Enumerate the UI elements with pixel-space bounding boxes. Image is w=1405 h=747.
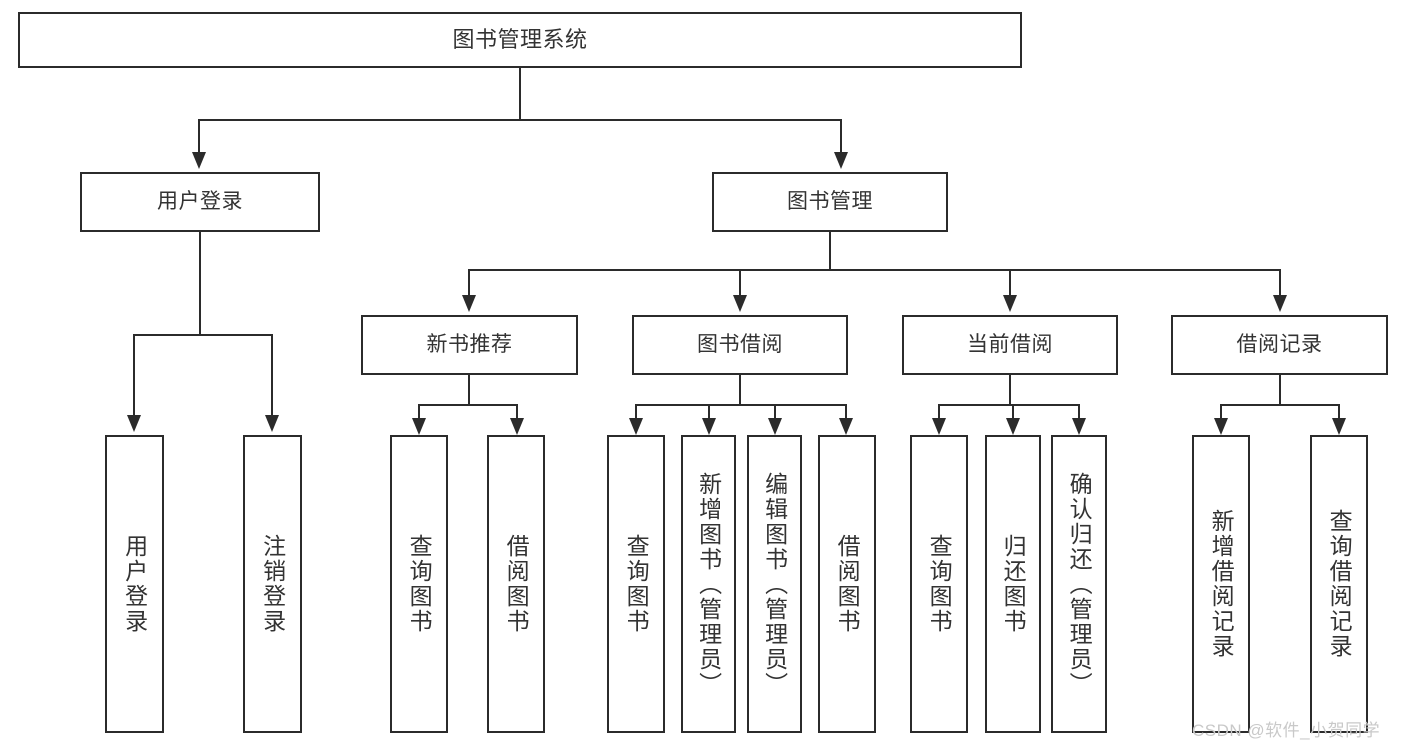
- node-book-borrow[interactable]: 图书借阅: [632, 315, 848, 375]
- arrow-to-leaf-query-book-3: [932, 418, 946, 435]
- node-label: 归还图书: [1000, 534, 1027, 634]
- node-label: 新增借阅记录: [1208, 509, 1235, 659]
- node-new-book-recommendation[interactable]: 新书推荐: [361, 315, 578, 375]
- node-label: 查询图书: [623, 534, 650, 634]
- node-leaf-edit-book-admin[interactable]: 编辑图书（管理员）: [747, 435, 802, 733]
- connector-to-leaf-return-book: [1012, 404, 1014, 422]
- arrow-to-leaf-query-book-1: [412, 418, 426, 435]
- node-leaf-logout[interactable]: 注销登录: [243, 435, 302, 733]
- node-leaf-query-book-borrow[interactable]: 查询图书: [607, 435, 665, 733]
- node-label: 新增图书（管理员）: [695, 471, 722, 697]
- connector-new-book-rec-bus: [418, 404, 518, 406]
- connector-to-leaf-edit-book: [774, 404, 776, 422]
- node-label: 查询图书: [406, 534, 433, 634]
- node-leaf-query-borrow-record[interactable]: 查询借阅记录: [1310, 435, 1368, 733]
- node-leaf-user-login[interactable]: 用户登录: [105, 435, 164, 733]
- node-book-management[interactable]: 图书管理: [712, 172, 948, 232]
- node-leaf-return-book[interactable]: 归还图书: [985, 435, 1041, 733]
- connector-to-current-borrow: [1009, 269, 1011, 297]
- arrow-to-leaf-query-record: [1332, 418, 1346, 435]
- connector-to-leaf-add-book: [708, 404, 710, 422]
- connector-to-leaf-query-book-1: [418, 404, 420, 422]
- node-label: 借阅图书: [503, 534, 530, 634]
- node-label: 用户登录: [121, 534, 148, 634]
- node-label: 图书管理系统: [452, 27, 588, 53]
- arrow-to-leaf-confirm-return: [1072, 418, 1086, 435]
- connector-to-book-borrow: [739, 269, 741, 297]
- connector-user-login-stem: [199, 232, 201, 335]
- node-label: 注销登录: [259, 534, 286, 634]
- arrow-to-leaf-query-book-2: [629, 418, 643, 435]
- arrow-to-leaf-logout: [265, 415, 279, 432]
- node-label: 当前借阅: [967, 332, 1053, 356]
- connector-root-stem: [519, 68, 521, 120]
- connector-user-login-bus: [133, 334, 273, 336]
- connector-current-borrow-bus: [938, 404, 1080, 406]
- connector-borrow-record-bus: [1220, 404, 1340, 406]
- node-label: 用户登录: [157, 189, 243, 213]
- connector-root-bus: [198, 119, 842, 121]
- node-label: 编辑图书（管理员）: [761, 471, 788, 697]
- connector-to-leaf-borrow-book-1: [516, 404, 518, 422]
- connector-current-borrow-stem: [1009, 375, 1011, 405]
- connector-to-leaf-add-record: [1220, 404, 1222, 422]
- node-current-borrow[interactable]: 当前借阅: [902, 315, 1118, 375]
- arrow-to-borrow-record: [1273, 295, 1287, 312]
- arrow-to-leaf-return-book: [1006, 418, 1020, 435]
- arrow-to-leaf-borrow-book-1: [510, 418, 524, 435]
- arrow-to-leaf-user-login: [127, 415, 141, 432]
- node-leaf-add-borrow-record[interactable]: 新增借阅记录: [1192, 435, 1250, 733]
- node-label: 图书管理: [787, 189, 873, 213]
- arrow-to-leaf-add-book: [702, 418, 716, 435]
- connector-new-book-rec-stem: [468, 375, 470, 405]
- arrow-to-book-borrow: [733, 295, 747, 312]
- node-label: 确认归还（管理员）: [1066, 471, 1093, 697]
- arrow-to-user-login: [192, 152, 206, 169]
- node-leaf-add-book-admin[interactable]: 新增图书（管理员）: [681, 435, 736, 733]
- connector-to-book-manage: [840, 119, 842, 155]
- node-label: 新书推荐: [426, 332, 513, 356]
- connector-to-leaf-confirm-return: [1078, 404, 1080, 422]
- connector-to-leaf-query-record: [1338, 404, 1340, 422]
- node-label: 查询图书: [926, 534, 953, 634]
- connector-to-leaf-query-book-2: [635, 404, 637, 422]
- connector-book-manage-stem: [829, 232, 831, 270]
- arrow-to-leaf-borrow-book-2: [839, 418, 853, 435]
- node-root-book-management-system[interactable]: 图书管理系统: [18, 12, 1022, 68]
- node-user-login[interactable]: 用户登录: [80, 172, 320, 232]
- node-label: 图书借阅: [697, 332, 783, 356]
- arrow-to-leaf-add-record: [1214, 418, 1228, 435]
- connector-to-new-book-rec: [468, 269, 470, 297]
- node-leaf-query-book-new-rec[interactable]: 查询图书: [390, 435, 448, 733]
- connector-to-leaf-borrow-book-2: [845, 404, 847, 422]
- arrow-to-new-book-rec: [462, 295, 476, 312]
- node-label: 借阅图书: [834, 534, 861, 634]
- connector-to-user-login: [198, 119, 200, 155]
- node-borrow-record[interactable]: 借阅记录: [1171, 315, 1388, 375]
- node-leaf-query-book-current[interactable]: 查询图书: [910, 435, 968, 733]
- connector-to-leaf-user-login: [133, 334, 135, 418]
- node-label: 借阅记录: [1236, 332, 1323, 356]
- connector-to-leaf-query-book-3: [938, 404, 940, 422]
- arrow-to-current-borrow: [1003, 295, 1017, 312]
- connector-book-borrow-stem: [739, 375, 741, 405]
- connector-book-manage-bus: [468, 269, 1280, 271]
- connector-borrow-record-stem: [1279, 375, 1281, 405]
- arrow-to-book-manage: [834, 152, 848, 169]
- node-leaf-confirm-return-admin[interactable]: 确认归还（管理员）: [1051, 435, 1107, 733]
- node-label: 查询借阅记录: [1326, 509, 1353, 659]
- node-leaf-borrow-book-new-rec[interactable]: 借阅图书: [487, 435, 545, 733]
- connector-to-borrow-record: [1279, 269, 1281, 297]
- csdn-watermark: CSDN @软件_小贺同学: [1192, 721, 1381, 740]
- arrow-to-leaf-edit-book: [768, 418, 782, 435]
- connector-to-leaf-logout: [271, 334, 273, 418]
- node-leaf-borrow-book-borrow[interactable]: 借阅图书: [818, 435, 876, 733]
- connector-book-borrow-bus: [635, 404, 847, 406]
